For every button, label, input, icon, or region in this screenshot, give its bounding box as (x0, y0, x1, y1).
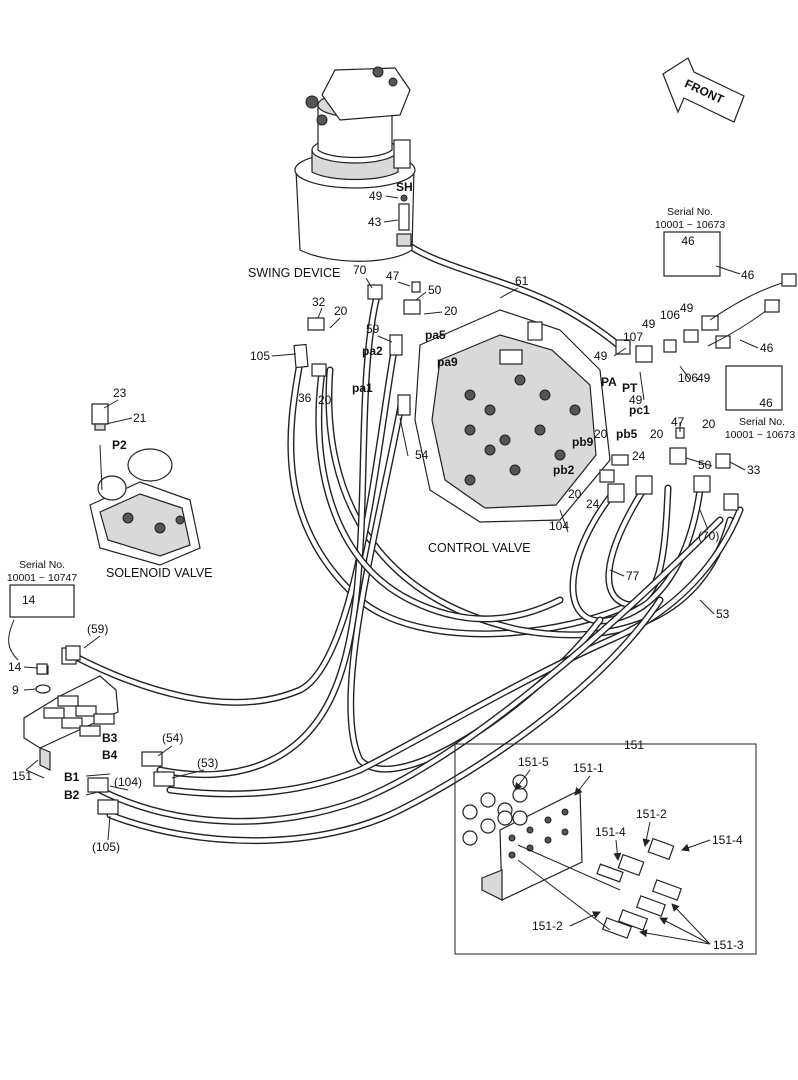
callout: 107 (623, 330, 643, 344)
kit-part-151-5: 151-5 (518, 755, 549, 769)
callout: 32 (312, 295, 326, 309)
control-valve (414, 309, 611, 523)
callout: 151 (12, 769, 32, 783)
callout: (59) (87, 622, 108, 636)
callout: (70) (698, 529, 719, 543)
callout: 47 (671, 415, 685, 429)
callout: 70 (353, 263, 367, 277)
callout: 59 (366, 322, 380, 336)
swing-device (294, 66, 416, 262)
serial-box-top-right: Serial No. 10001 ~ 10673 46 (655, 206, 726, 277)
port-label: pa5 (425, 328, 446, 342)
callout: 20 (650, 427, 664, 441)
port-label: pc1 (629, 403, 650, 417)
serial-range: 10001 ~ 10673 (725, 429, 796, 441)
kit-part-151-1: 151-1 (573, 761, 604, 775)
callout: 49 (369, 189, 383, 203)
port-label: PT (622, 381, 638, 395)
callout: 9 (12, 683, 19, 697)
serial-box-left: Serial No. 10001 ~ 10747 14 (7, 559, 78, 661)
solenoid-valve (89, 403, 201, 566)
callout: 20 (444, 304, 458, 318)
port-label: P2 (112, 438, 127, 452)
serial-part: 14 (22, 593, 36, 607)
callout: (53) (197, 756, 218, 770)
callout: 53 (716, 607, 730, 621)
callout: 14 (8, 660, 22, 674)
port-label: pa1 (352, 381, 373, 395)
callout: (104) (114, 775, 142, 789)
port-labels: SH pa5 pa2 pa9 pa1 PA PT pc1 pb9 pb5 pb2… (64, 180, 650, 802)
callout: 46 (741, 268, 755, 282)
kit-part-151-3: 151-3 (713, 938, 744, 952)
kit-part-151-4-right: 151-4 (712, 833, 743, 847)
callout: 49 (594, 349, 608, 363)
serial-label: Serial No. (667, 206, 713, 218)
port-label: B3 (102, 731, 118, 745)
port-label: PA (601, 375, 617, 389)
control-valve-title: CONTROL VALVE (428, 541, 531, 555)
swing-device-title: SWING DEVICE (248, 266, 340, 280)
solenoid-valve-title: SOLENOID VALVE (106, 566, 213, 580)
callout: 33 (747, 463, 761, 477)
kit-title: 151 (624, 738, 644, 752)
front-arrow: FRONT (662, 57, 745, 123)
port-label: SH (396, 180, 413, 194)
kit-part-151-2-bottom: 151-2 (532, 919, 563, 933)
callout: 49 (697, 371, 711, 385)
callout: 36 (298, 391, 312, 405)
kit-part-151-2-top: 151-2 (636, 807, 667, 821)
serial-label: Serial No. (739, 416, 785, 428)
callout: 49 (680, 301, 694, 315)
callout: 20 (702, 417, 716, 431)
callout: 24 (632, 449, 646, 463)
callout: 20 (334, 304, 348, 318)
callout: 21 (133, 411, 147, 425)
callout: 43 (368, 215, 382, 229)
serial-part: 46 (681, 234, 695, 248)
port-label: B2 (64, 788, 80, 802)
callout: 23 (113, 386, 127, 400)
callout: 20 (568, 487, 582, 501)
port-label: pb2 (553, 463, 575, 477)
callout: (105) (92, 840, 120, 854)
serial-label: Serial No. (19, 559, 65, 571)
callout: 47 (386, 269, 400, 283)
callout: 46 (760, 341, 774, 355)
callout: 20 (318, 393, 332, 407)
port-label: pb5 (616, 427, 638, 441)
callout: 49 (642, 317, 656, 331)
port-label: pb9 (572, 435, 594, 449)
hose-group (70, 238, 744, 845)
callout: 106 (660, 308, 680, 322)
hose-fittings (36, 255, 797, 815)
kit-151: 151 151-5 151-1 151-2 (454, 738, 757, 955)
port-label: B1 (64, 770, 80, 784)
serial-range: 10001 ~ 10747 (7, 572, 78, 584)
callout: 50 (428, 283, 442, 297)
port-label: B4 (102, 748, 118, 762)
port-label: pa9 (437, 355, 458, 369)
callout: 50 (698, 458, 712, 472)
leader-lines (23, 195, 759, 841)
callout: 49 (629, 393, 643, 407)
callout: 54 (415, 448, 429, 462)
callout: (54) (162, 731, 183, 745)
callout: 24 (586, 497, 600, 511)
callout: 77 (626, 569, 640, 583)
serial-box-right: 46 Serial No. 10001 ~ 10673 (725, 365, 796, 441)
kit-part-151-4-left: 151-4 (595, 825, 626, 839)
callout: 20 (594, 427, 608, 441)
callout-numbers: 49 43 70 47 50 20 32 20 59 61 105 36 20 … (8, 189, 774, 854)
serial-range: 10001 ~ 10673 (655, 219, 726, 231)
callout: 105 (250, 349, 270, 363)
serial-part: 46 (759, 396, 773, 410)
callout: 61 (515, 274, 529, 288)
port-label: pa2 (362, 344, 383, 358)
